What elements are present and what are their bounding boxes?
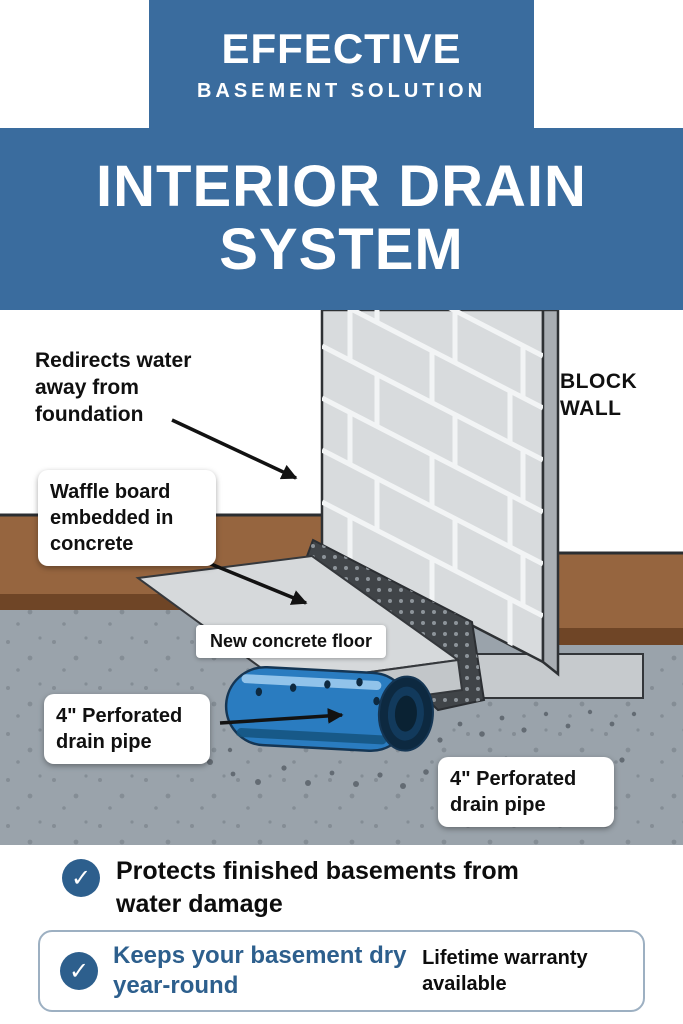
benefit-protect-text: Protects finished basements from water d… — [116, 857, 519, 918]
footing — [457, 653, 644, 699]
benefit-warranty-text: Lifetime warranty available — [422, 947, 588, 995]
header-tab: EFFECTIVE BASEMENT SOLUTION — [149, 0, 534, 128]
eyebrow-subtitle: BASEMENT SOLUTION — [196, 80, 487, 102]
arrow-pipe — [219, 708, 344, 725]
check-glyph: ✓ — [70, 864, 92, 892]
wall-side-face — [541, 310, 560, 677]
arrow-waffle — [205, 560, 308, 605]
benefit-dry-text: Keeps your basement dry year-round — [113, 942, 407, 999]
eyebrow-title: EFFECTIVE — [221, 25, 462, 72]
waffle-board-label: Waffle board embedded in concrete — [38, 470, 216, 566]
redirects-water-label: Redirects water away from foundation — [35, 349, 192, 426]
header: EFFECTIVE BASEMENT SOLUTION INTERIOR DRA… — [0, 0, 683, 310]
block-wall-label: BLOCK WALL — [560, 370, 638, 421]
diagram-illustration — [0, 310, 683, 845]
check-glyph: ✓ — [68, 957, 90, 985]
check-icon: ✓ — [62, 859, 100, 897]
benefits-section: ✓ Protects finished basements from water… — [0, 845, 683, 1024]
page-title: INTERIOR DRAIN SYSTEM — [96, 154, 587, 282]
drain-pipe-label-left: 4" Perforated drain pipe — [44, 694, 210, 764]
check-icon: ✓ — [60, 952, 98, 990]
benefit-protect: ✓ Protects finished basements from water… — [62, 855, 576, 920]
drain-pipe-label-right: 4" Perforated drain pipe — [438, 757, 614, 827]
pipe-perforations — [255, 677, 380, 706]
new-concrete-floor-label: New concrete floor — [196, 625, 387, 658]
diagram-section: Redirects water away from foundation BLO… — [0, 310, 683, 845]
header-band: INTERIOR DRAIN SYSTEM — [0, 128, 683, 310]
drain-pipe — [224, 665, 434, 753]
warranty-box: ✓ Keeps your basement dry year-round Lif… — [38, 930, 645, 1012]
arrow-redirects — [171, 418, 298, 480]
